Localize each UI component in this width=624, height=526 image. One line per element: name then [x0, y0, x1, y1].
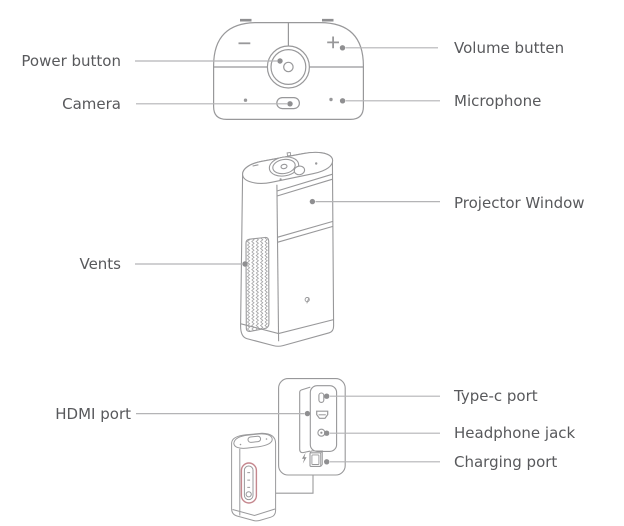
label-type-c-port: Type-c port: [454, 387, 538, 405]
lightning-icon: [302, 452, 307, 464]
headphone-jack-center: [320, 431, 323, 434]
label-vents: Vents: [79, 255, 121, 273]
hdmi-port-leader: [136, 410, 311, 417]
port-area-highlight: [240, 462, 258, 504]
port-face-side-sliver: [299, 386, 311, 454]
vents-leader: [135, 261, 248, 267]
type-c-port-slot: [318, 392, 325, 403]
mini-top-face: [233, 433, 273, 449]
volume-button-leader: [339, 45, 438, 51]
perspective-view-illustration: [240, 151, 335, 347]
label-projector-window: Projector Window: [454, 194, 585, 212]
mini-base-band: [232, 508, 276, 517]
label-power-button: Power button: [21, 52, 121, 70]
leader-lines: [135, 45, 440, 465]
brand-logo-mark: [304, 297, 310, 304]
mini-device-illustration: [231, 432, 277, 522]
top-mark-square: [286, 151, 292, 157]
label-camera: Camera: [62, 95, 121, 113]
top-camera-lens: [293, 165, 306, 176]
top-view-illustration: [213, 18, 364, 120]
microphone-hole-right: [329, 97, 333, 102]
vent-grille: [245, 236, 270, 332]
ports-panel-illustration: [257, 378, 346, 494]
microphone-leader: [339, 98, 440, 104]
top-dot-front: [279, 178, 282, 181]
label-microphone: Microphone: [454, 92, 542, 110]
label-charging-port: Charging port: [454, 453, 558, 471]
label-headphone-jack: Headphone jack: [454, 424, 576, 442]
power-button-outer-ring: [266, 45, 310, 89]
mini-top-dot-left: [239, 443, 242, 446]
mini-top-lens: [247, 435, 262, 443]
charging-port-leader: [324, 459, 440, 465]
label-hdmi-port: HDMI port: [55, 405, 131, 423]
headphone-jack-leader: [324, 430, 440, 436]
front-corner-edge: [276, 184, 280, 342]
top-power-center: [280, 163, 288, 170]
projector-window-leader: [309, 198, 440, 205]
mini-port-dashes: [247, 472, 251, 488]
microphone-hole-left: [243, 98, 248, 102]
power-button-inner-ring: [270, 48, 307, 85]
power-button-leader: [135, 58, 283, 64]
plus-icon: [327, 36, 339, 49]
top-minus-mark: [252, 164, 259, 167]
top-power-ring-inner: [272, 158, 296, 175]
mini-port-strip: [243, 465, 254, 501]
projector-window-seams: [276, 173, 334, 243]
power-button-center: [283, 61, 294, 73]
charging-port-slot: [309, 450, 324, 467]
type-c-port-leader: [324, 393, 440, 399]
top-dot-right: [315, 162, 318, 165]
mini-charging-hole: [245, 491, 252, 498]
label-volume-button: Volume butten: [454, 39, 565, 57]
camera-leader: [136, 101, 293, 107]
mini-top-dot-right: [265, 438, 268, 440]
